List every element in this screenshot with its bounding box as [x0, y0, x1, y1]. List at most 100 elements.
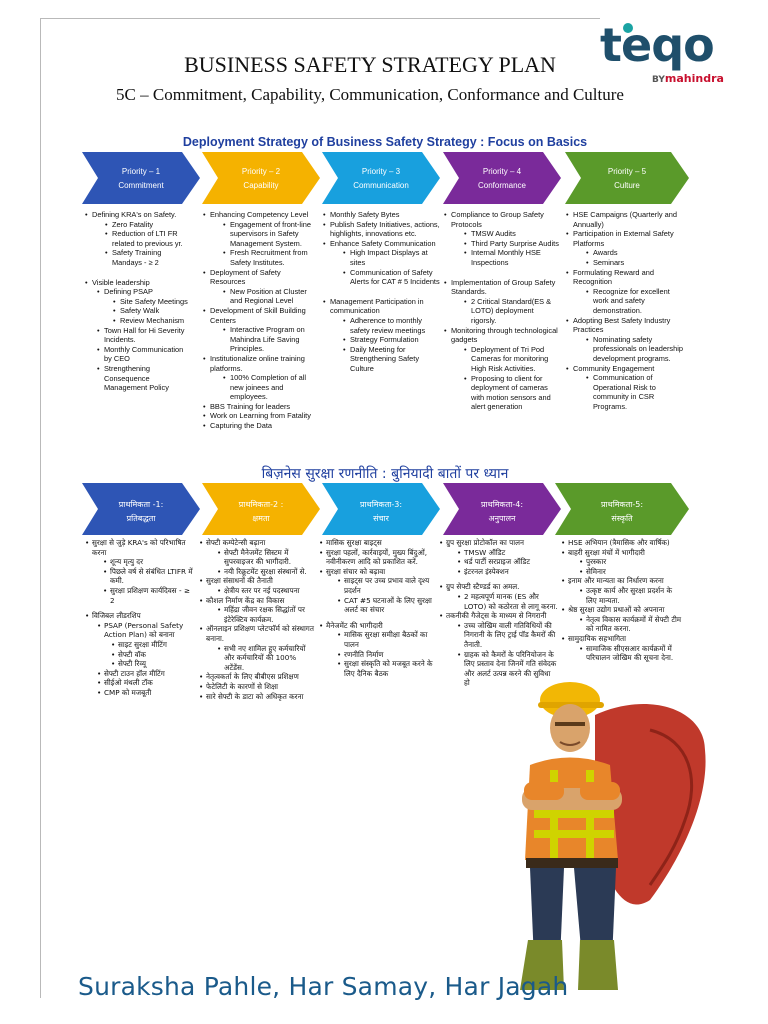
hindi-chevron-priority-1: प्राथमिकता -1: प्रतिबद्धता — [82, 483, 200, 535]
list-item: CAT #5 घटनाओं के लिए सुरक्षा अलर्ट का सं… — [337, 596, 436, 615]
english-section-heading: Deployment Strategy of Business Safety S… — [182, 135, 588, 149]
chevron-name: संचार — [373, 514, 389, 523]
list-item: सुरक्षा से जुड़े KRA's को परिभाषित करना … — [85, 538, 196, 605]
hindi-chevron-priority-2: प्राथमिकता-2 : क्षमता — [202, 483, 320, 535]
list-item: CMP को मजबूती — [97, 688, 196, 698]
english-column-capability: Enhancing Competency Level Engagement of… — [202, 210, 318, 431]
list-item: Capturing the Data — [203, 421, 318, 431]
list-item: सीईओ मंथली टॉक — [97, 678, 196, 688]
frame-border-left — [40, 18, 41, 998]
chevron-shape — [443, 152, 561, 204]
list-item: विजिबल लीडरशिप PSAP (Personal Safety Act… — [85, 611, 196, 698]
list-item: तकनीकी गैजेट्स के माध्यम से निगरानी उच्च… — [439, 611, 558, 688]
list-item: Enhance Safety Communication High Impact… — [323, 239, 440, 287]
chevron-label: Priority – 1 — [121, 167, 161, 176]
list-item: सुरक्षा संसाधनों की तैनाती क्षेत्रीय स्त… — [199, 576, 316, 595]
chevron-shape — [322, 483, 440, 535]
list-item: Safety Walk — [113, 306, 190, 316]
english-column-culture: HSE Campaigns (Quarterly and Annually) P… — [565, 210, 687, 411]
list-item: Safety Training Mandays - ≥ 2 — [105, 248, 190, 267]
chevron-name: प्रतिबद्धता — [126, 514, 156, 523]
list-item: Participation in External Safety Platfor… — [566, 229, 687, 268]
list-item: Publish Safety Initiatives, actions, hig… — [323, 220, 440, 239]
chevron-label: Priority – 2 — [241, 167, 281, 176]
chevron-priority-4: Priority – 4 Conformance — [443, 152, 561, 204]
list-item: Management Participation in communicatio… — [323, 297, 440, 374]
list-item: बाहरी सुरक्षा मंचों में भागीदारी पुरस्का… — [561, 548, 684, 577]
hindi-column-4: ग्रुप सुरक्षा प्रोटोकॉल का पालन TMSW ऑडि… — [438, 538, 558, 688]
list-item: Adherence to monthly safety review meeti… — [343, 316, 440, 335]
list-item: Nominating safety professionals on leade… — [586, 335, 687, 364]
hindi-column-2: सेफ्टी कम्पेटेन्सी बढ़ाना सेफ्टी मैनेजमे… — [198, 538, 316, 701]
list-item: Strategy Formulation — [343, 335, 440, 345]
list-item: पुरस्कार — [579, 557, 684, 567]
safety-hero-illustration — [500, 670, 715, 1005]
list-item: साइट्स पर उच्च प्रभाव वाले दृश्य प्रदर्श… — [337, 576, 436, 595]
chevron-label: प्राथमिकता -1: — [118, 500, 164, 509]
list-item: Internal Monthly HSE Inspections — [464, 248, 561, 267]
hindi-chevron-priority-5: प्राथमिकता-5: संस्कृति — [555, 483, 689, 535]
list-item: पिछले वर्ष से संबंधित LTIFR में कमी. — [103, 567, 196, 586]
list-item: उच्च जोखिम वाली गतिविधियों की निगरानी के… — [457, 621, 558, 650]
list-item: Daily Meeting for Strengthening Safety C… — [343, 345, 440, 374]
chevron-priority-3: Priority – 3 Communication — [322, 152, 440, 204]
chevron-shape — [565, 152, 689, 204]
chevron-name: Culture — [614, 181, 640, 190]
list-item: Review Mechanism — [113, 316, 190, 326]
list-item: Defining PSAP Site Safety Meetings Safet… — [97, 287, 190, 326]
list-item: Seminars — [586, 258, 687, 268]
list-item: Visible leadership Defining PSAP Site Sa… — [85, 278, 190, 393]
chevron-name: संस्कृति — [611, 514, 633, 523]
logo-dot-icon — [623, 23, 633, 33]
list-item: Work on Learning from Fatality — [203, 411, 318, 421]
list-item: High Impact Displays at sites — [343, 248, 440, 267]
list-item: सेफ्टी मैनेजमेंट सिस्टम में सुपरवाइजर की… — [217, 548, 316, 567]
list-item: सुरक्षा संचार को बढ़ावा साइट्स पर उच्च प… — [319, 567, 436, 615]
list-item: TMSW ऑडिट — [457, 548, 558, 558]
chevron-shape — [322, 152, 440, 204]
list-item: साइट सुरक्षा मीटिंग — [111, 640, 196, 650]
list-item: नेतृत्व विकास कार्यक्रमों में सेफ्टी टीम… — [579, 615, 684, 634]
english-column-conformance: Compliance to Group Safety Protocols TMS… — [443, 210, 561, 412]
chevron-label: प्राथमिकता-3: — [359, 500, 403, 509]
english-column-communication: Monthly Safety Bytes Publish Safety Init… — [322, 210, 440, 374]
chevron-shape — [82, 483, 200, 535]
list-item: ग्राहक को कैमरों के परिनियोजन के लिए प्र… — [457, 650, 558, 688]
list-item: ग्रुप सेफ्टी स्टैण्डर्ड का अमल. 2 महत्वप… — [439, 582, 558, 611]
list-item: ऑनलाइन प्रशिक्षण प्लेटफॉर्म को संस्थागत … — [199, 624, 316, 672]
list-item: ग्रुप सुरक्षा प्रोटोकॉल का पालन TMSW ऑडि… — [439, 538, 558, 576]
list-item: TMSW Audits — [464, 229, 561, 239]
logo-byline: BYmahindra — [652, 72, 724, 85]
list-item: Fresh Recruitment from Safety Institutes… — [223, 248, 318, 267]
hindi-column-3: मासिक सुरक्षा बाइट्स सुरक्षा पहलों, कार्… — [318, 538, 436, 678]
chevron-priority-5: Priority – 5 Culture — [565, 152, 689, 204]
list-item: नेतृत्वकर्ता के लिए बीबीएस प्रशिक्षण — [199, 672, 316, 682]
list-item: नयी रिक्रूटमेंट सुरक्षा संस्थानों से. — [217, 567, 316, 577]
hindi-column-5: HSE अभियान (त्रैमासिक और वार्षिक) बाहरी … — [560, 538, 684, 663]
list-item: सेफ्टी टाउन हॉल मीटिंग — [97, 669, 196, 679]
list-item: Monthly Safety Bytes — [323, 210, 440, 220]
teqo-logo: teqo BYmahindra — [600, 18, 740, 88]
hindi-column-1: सुरक्षा से जुड़े KRA's को परिभाषित करना … — [84, 538, 196, 698]
list-item: Strengthening Consequence Management Pol… — [97, 364, 190, 393]
chevron-label: प्राथमिकता-4: — [480, 500, 524, 509]
list-item: सुरक्षा पहलों, कार्रवाइयों, मुख्य बिंदुओ… — [319, 548, 436, 567]
list-item: Adopting Best Safety Industry Practices … — [566, 316, 687, 364]
list-item: Proposing to client for deployment of ca… — [464, 374, 561, 412]
list-item: उत्कृष्ट कार्य और सुरक्षा प्रदर्शन के लि… — [579, 586, 684, 605]
list-item: New Position at Cluster and Regional Lev… — [223, 287, 318, 306]
chevron-name: Conformance — [477, 181, 527, 190]
list-item: मासिक सुरक्षा बाइट्स — [319, 538, 436, 548]
list-item: सुरक्षा प्रशिक्षण कार्यदिवस - ≥ 2 — [103, 586, 196, 605]
list-item: सेफ्टी वॉक — [111, 650, 196, 660]
list-item: Zero Fatality — [105, 220, 190, 230]
list-item: Engagement of front-line supervisors in … — [223, 220, 318, 249]
chevron-name: Commitment — [118, 181, 164, 190]
list-item: मासिक सुरक्षा समीक्षा बैठकों का पालन — [337, 630, 436, 649]
list-item: सेफ्टी रिव्यू — [111, 659, 196, 669]
chevron-name: क्षमता — [252, 514, 270, 523]
list-item: Site Safety Meetings — [113, 297, 190, 307]
list-item: सेमिनार — [579, 567, 684, 577]
hindi-section-heading: बिज़नेस सुरक्षा रणनीति : बुनियादी बातों … — [261, 466, 509, 482]
list-item: सामाजिक सीएसआर कार्यक्रमों में परिचालन ज… — [579, 644, 684, 663]
